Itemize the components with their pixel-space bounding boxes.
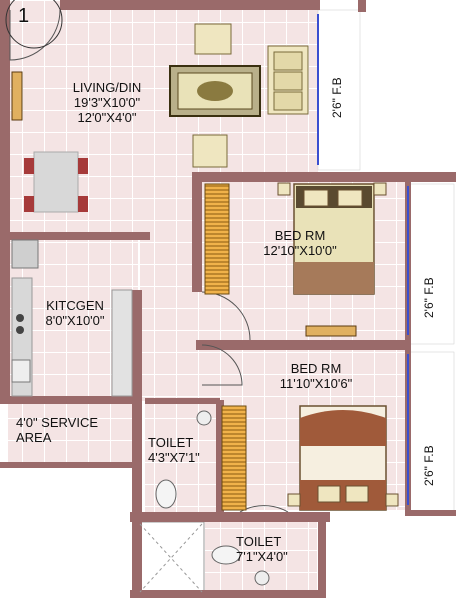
kitchen-name: KITCGEN <box>46 298 104 313</box>
living-room-label: LIVING/DIN 19'3"X10'0" 12'0"X4'0" <box>52 80 162 125</box>
toilet1-label: TOILET 4'3"X7'1" <box>148 435 200 465</box>
bed-1 <box>277 182 387 295</box>
toilet2-label: TOILET 7'1"X4'0" <box>236 534 288 564</box>
service-floor <box>8 400 133 466</box>
toilet-fixtures <box>139 410 270 593</box>
passage-floor <box>140 236 200 401</box>
unit-number: 1 <box>18 5 30 27</box>
fb1-label: 2'6" F.B <box>330 77 344 118</box>
living-room-name: LIVING/DIN <box>72 80 142 95</box>
bedroom2-name: BED RM <box>290 361 342 376</box>
bedroom1-dim: 12'10"X10'0" <box>263 243 337 258</box>
service-area-label: 4'0" SERVICE AREA <box>16 415 98 445</box>
toilet2-dim: 7'1"X4'0" <box>236 549 288 564</box>
toilet1-dim: 4'3"X7'1" <box>148 450 200 465</box>
fb1-area <box>317 9 361 171</box>
tv-unit <box>11 71 23 121</box>
wardrobe-1 <box>204 183 230 295</box>
kitchen-label: KITCGEN 8'0"X10'0" <box>30 298 120 328</box>
bed-2 <box>287 405 399 511</box>
fb3-area <box>409 351 455 513</box>
unit-number-marker <box>5 0 63 49</box>
toilet1-name: TOILET <box>148 435 194 450</box>
fb2-label: 2'6" F.B <box>422 277 436 318</box>
bedroom2-dim: 11'10"X10'6" <box>279 376 353 391</box>
bedroom1-name: BED RM <box>274 228 326 243</box>
fb2-area <box>409 183 455 345</box>
service-area-name: 4'0" SERVICE <box>16 415 99 430</box>
living-room-dim2: 12'0"X4'0" <box>77 110 137 125</box>
tv-unit-2 <box>305 325 357 337</box>
wardrobe-2 <box>221 405 247 511</box>
kitchen-counter <box>11 239 133 397</box>
bedroom1-label: BED RM 12'10"X10'0" <box>240 228 360 258</box>
windows <box>317 14 409 505</box>
living-room-dim1: 19'3"X10'0" <box>73 95 141 110</box>
dining-set <box>24 151 88 213</box>
service-area-name-2: AREA <box>16 430 52 445</box>
sofa-set <box>169 23 309 168</box>
kitchen-dim: 8'0"X10'0" <box>45 313 105 328</box>
toilet2-name: TOILET <box>236 534 282 549</box>
bedroom2-label: BED RM 11'10"X10'6" <box>256 361 376 391</box>
fb3-label: 2'6" F.B <box>422 445 436 486</box>
